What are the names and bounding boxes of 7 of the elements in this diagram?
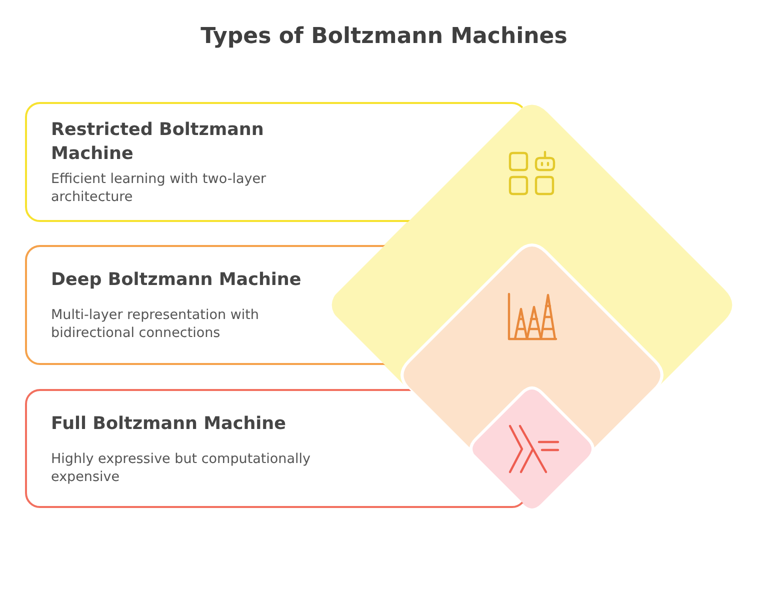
- title: Types of Boltzmann Machines: [200, 24, 568, 49]
- card-heading: Deep Boltzmann Machine: [51, 269, 302, 292]
- card-description: Multi-layer representation with bidirectional connections: [51, 306, 260, 342]
- card-description: Efficient learning with two-layer architecture: [51, 170, 268, 206]
- card-heading: Full Boltzmann Machine: [51, 412, 287, 436]
- card-description: Highly expressive but computationally expensive: [51, 450, 312, 486]
- card-heading: Restricted Boltzmann Machine: [51, 119, 265, 166]
